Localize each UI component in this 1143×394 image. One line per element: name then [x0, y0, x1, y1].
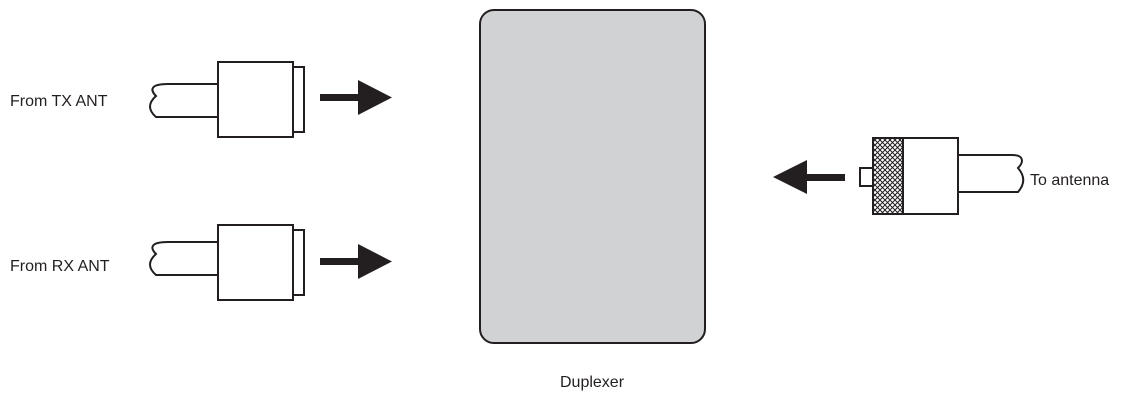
- tx-connector-icon: [149, 61, 305, 138]
- tx-arrow-icon: [320, 80, 392, 115]
- antenna-connector-icon: [859, 137, 1025, 215]
- rx-connector-icon: [149, 224, 305, 301]
- rx-input-label: From RX ANT: [10, 258, 110, 275]
- duplexer-box: [479, 9, 706, 344]
- duplexer-label: Duplexer: [560, 374, 625, 391]
- antenna-output-label: To antenna: [1030, 172, 1109, 189]
- rx-arrow-icon: [320, 244, 392, 279]
- tx-input-label: From TX ANT: [10, 93, 108, 110]
- antenna-arrow-icon: [773, 160, 845, 194]
